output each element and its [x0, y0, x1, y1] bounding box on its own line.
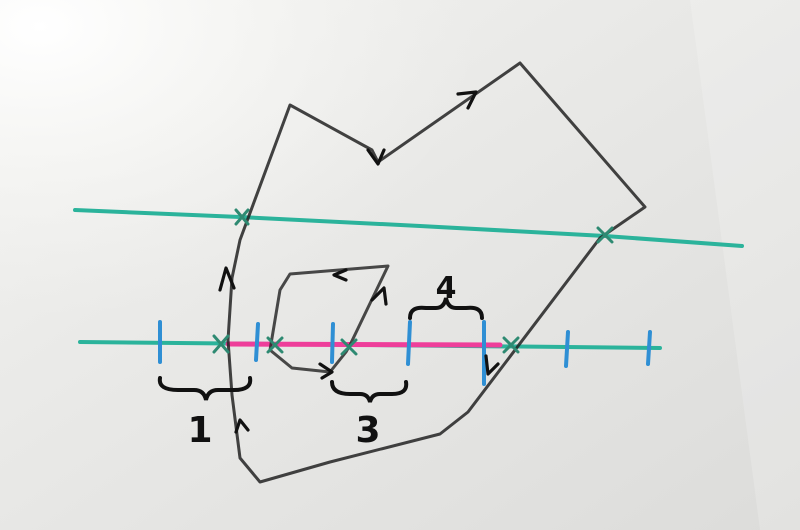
arrow-left-inner [332, 268, 348, 282]
tick-mark [254, 322, 260, 362]
arrow-up-bottom [234, 418, 250, 434]
arrow-down-top [366, 148, 386, 166]
brace-label-1: 1 [187, 410, 212, 451]
intersection-mark [340, 338, 358, 356]
reflection-streak [690, 0, 800, 530]
tick-marks [158, 320, 652, 386]
outer-curve [226, 61, 647, 484]
arrow-down-right [484, 354, 500, 376]
intersection-marks [212, 208, 614, 356]
direction-arrows [218, 90, 500, 434]
arrow-upper-right [456, 90, 478, 110]
braces [157, 297, 484, 403]
tick-mark [406, 320, 412, 366]
brace-3 [330, 380, 409, 403]
brace-4 [408, 297, 484, 320]
intersection-mark [502, 336, 520, 354]
upper-number-line [73, 208, 744, 248]
brace-label-4: 4 [436, 271, 457, 306]
tick-mark [330, 322, 335, 364]
intersection-mark [212, 334, 230, 354]
arrow-up-inner [370, 286, 388, 306]
arrow-right-inner [318, 362, 334, 380]
intersection-mark [266, 336, 284, 354]
intersection-mark [234, 208, 250, 226]
intersection-mark [596, 226, 614, 244]
brace-1 [157, 376, 253, 401]
highlighted-segment [225, 341, 503, 348]
tick-mark [564, 330, 570, 368]
brace-label-3: 3 [355, 410, 380, 451]
tick-mark [646, 330, 652, 366]
arrow-up-left [218, 266, 236, 292]
